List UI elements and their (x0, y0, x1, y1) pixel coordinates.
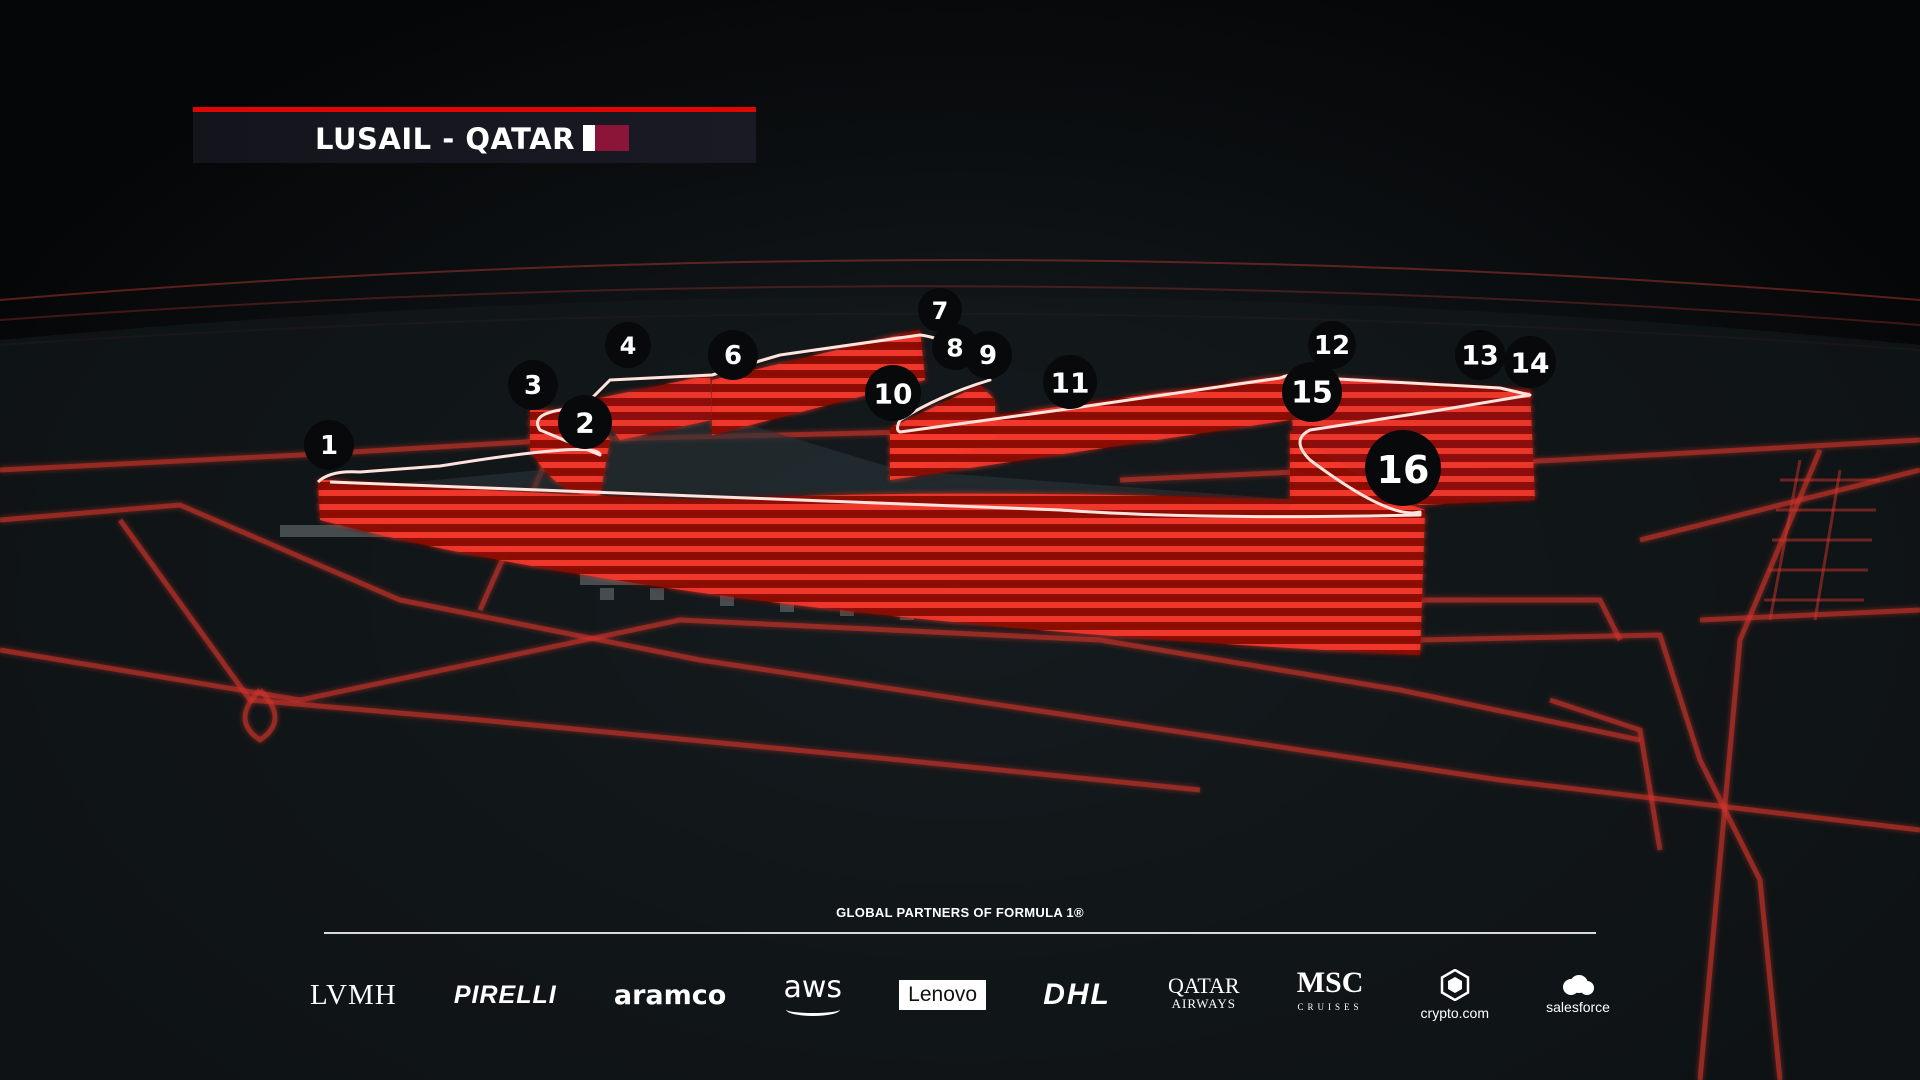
partners-divider (324, 932, 1596, 934)
turn-marker-1: 1 (304, 420, 354, 470)
svg-text:15: 15 (1291, 376, 1333, 411)
partners-label: GLOBAL PARTNERS OF FORMULA 1® (836, 905, 1084, 920)
svg-text:6: 6 (724, 341, 742, 371)
pirelli-logo: PIRELLI (453, 980, 557, 1009)
turn-marker-11: 11 (1043, 355, 1097, 409)
turn-marker-10: 10 (865, 365, 921, 421)
svg-text:3: 3 (524, 371, 542, 401)
turn-marker-9: 9 (964, 331, 1012, 379)
turn-marker-16: 16 (1365, 430, 1441, 506)
turn-marker-12: 12 (1308, 321, 1356, 369)
turn-marker-7: 7 (918, 288, 962, 332)
salesforce-cloud-icon (1563, 975, 1595, 995)
msc-logo-main: MSC (1296, 966, 1364, 999)
aws-smile-icon (785, 1003, 840, 1016)
flag-maroon-band (595, 125, 629, 151)
lvmh-logo: LVMH (310, 978, 397, 1011)
svg-text:10: 10 (874, 378, 913, 411)
msc-logo-sub: CRUISES (1297, 1002, 1363, 1012)
qatar-airways-logo: QATAR AIRWAYS (1168, 975, 1240, 1013)
turn-marker-6: 6 (708, 330, 758, 380)
msc-cruises-logo: MSC CRUISES (1297, 968, 1364, 1019)
circuit-title-bar: LUSAIL - QATAR (193, 107, 756, 163)
qatar-airways-logo-main: QATAR (1168, 973, 1240, 998)
turn-marker-13: 13 (1455, 330, 1505, 380)
lenovo-logo: Lenovo (899, 980, 987, 1010)
dhl-logo: DHL (1043, 978, 1111, 1011)
svg-text:8: 8 (946, 334, 963, 363)
svg-text:14: 14 (1511, 347, 1550, 380)
svg-text:4: 4 (620, 332, 637, 360)
turn-marker-14: 14 (1504, 336, 1556, 388)
svg-text:2: 2 (575, 407, 594, 440)
svg-text:16: 16 (1377, 448, 1430, 492)
svg-text:7: 7 (932, 297, 949, 325)
crypto-com-label: crypto.com (1420, 1005, 1489, 1021)
road-grid (1764, 459, 1880, 621)
salesforce-label: salesforce (1546, 999, 1610, 1015)
aramco-logo: aramco (613, 979, 727, 1011)
crypto-com-logo: crypto.com (1421, 969, 1489, 1021)
turn-marker-4: 4 (605, 322, 651, 368)
svg-text:12: 12 (1314, 331, 1350, 361)
qatar-airways-logo-sub: AIRWAYS (1171, 996, 1236, 1011)
circuit-title: LUSAIL - QATAR (315, 122, 575, 156)
crypto-com-icon (1440, 969, 1470, 1001)
svg-text:13: 13 (1461, 341, 1499, 372)
svg-text:1: 1 (320, 431, 338, 461)
turn-marker-3: 3 (508, 360, 558, 410)
flag-white-band (583, 125, 595, 151)
svg-text:11: 11 (1051, 367, 1090, 400)
circuit-track (318, 330, 1535, 655)
qatar-flag-icon (583, 125, 629, 151)
salesforce-logo: salesforce (1546, 975, 1610, 1015)
turn-markers: 1 2 3 4 6 7 8 9 10 11 12 13 14 15 16 (304, 288, 1556, 506)
partner-logos: LVMH PIRELLI aramco aws Lenovo DHL QATAR… (310, 965, 1610, 1025)
aws-logo-text: aws (783, 969, 843, 1005)
turn-marker-2: 2 (558, 395, 612, 449)
aws-logo: aws (783, 972, 842, 1016)
turn-marker-15: 15 (1282, 362, 1342, 422)
svg-text:9: 9 (979, 341, 997, 371)
